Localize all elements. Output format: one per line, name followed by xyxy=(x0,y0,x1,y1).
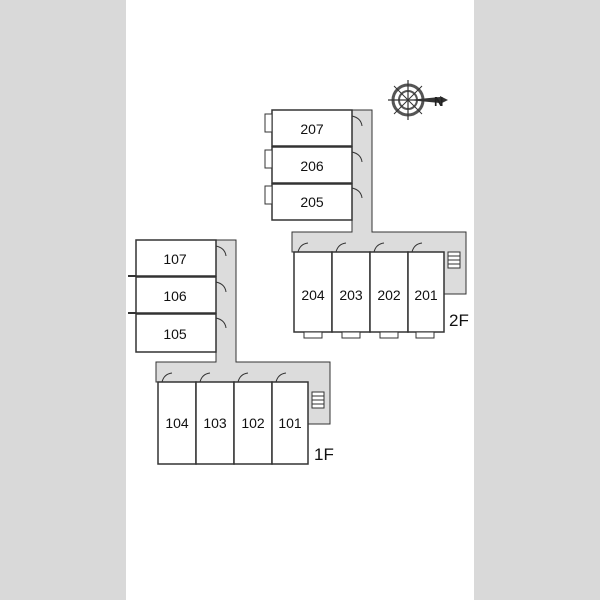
room-label: 103 xyxy=(203,415,227,431)
unit-103: 103 xyxy=(195,372,235,465)
unit-104: 104 xyxy=(157,372,197,465)
room-label: 202 xyxy=(377,287,401,303)
room-label: 201 xyxy=(414,287,438,303)
room-label: 102 xyxy=(241,415,265,431)
room-label: 104 xyxy=(165,415,189,431)
compass-rose-icon: N xyxy=(388,80,448,120)
unit-205: 205 xyxy=(264,183,363,221)
room-label: 204 xyxy=(301,287,325,303)
stairs-2f-icon xyxy=(447,251,461,269)
room-label: 203 xyxy=(339,287,363,303)
room-label: 107 xyxy=(163,251,187,267)
room-label: 105 xyxy=(163,326,187,342)
unit-102: 102 xyxy=(233,372,273,465)
unit-107: 107 xyxy=(128,239,227,277)
room-label: 206 xyxy=(300,158,324,174)
room-label: 205 xyxy=(300,194,324,210)
stairs-1f-icon xyxy=(311,391,325,409)
unit-105: 105 xyxy=(135,313,227,353)
floor-2f: 207 206 205 204 203 xyxy=(264,109,469,339)
unit-106: 106 xyxy=(128,276,227,314)
unit-202: 202 xyxy=(369,242,409,339)
floor-label-2f: 2F xyxy=(449,311,469,330)
unit-206: 206 xyxy=(264,146,363,184)
unit-203: 203 xyxy=(331,242,371,339)
unit-204: 204 xyxy=(293,242,333,339)
room-label: 207 xyxy=(300,121,324,137)
compass-north-label: N xyxy=(434,94,443,109)
unit-201: 201 xyxy=(407,242,445,339)
room-label: 106 xyxy=(163,288,187,304)
floor-label-1f: 1F xyxy=(314,445,334,464)
room-label: 101 xyxy=(278,415,302,431)
floor-1f: 107 106 105 104 103 102 xyxy=(128,239,334,465)
unit-207: 207 xyxy=(264,109,363,147)
unit-101: 101 xyxy=(271,372,309,465)
